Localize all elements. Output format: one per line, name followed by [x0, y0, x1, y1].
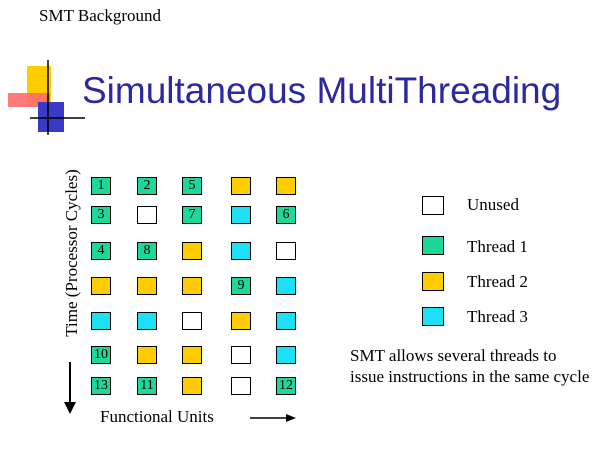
grid-cell-thread2	[91, 277, 111, 295]
grid-cell-thread3	[137, 312, 157, 330]
grid-cell-thread3	[231, 242, 251, 260]
grid-cell-thread2	[137, 277, 157, 295]
slide-header: SMT Background	[39, 6, 161, 25]
grid-cell-thread2	[231, 177, 251, 195]
deco-blue-block	[38, 102, 64, 132]
legend-label-unused: Unused	[467, 195, 519, 214]
grid-cell-thread3	[276, 277, 296, 295]
legend-label-thread3: Thread 3	[467, 307, 528, 326]
x-axis-label: Functional Units	[100, 407, 214, 426]
slide-title: Simultaneous MultiThreading	[82, 70, 562, 111]
grid-cell-thread2	[276, 177, 296, 195]
grid-cell-thread1: 1	[91, 177, 111, 195]
legend-swatch-thread1	[422, 236, 444, 255]
grid-cell-thread1: 4	[91, 242, 111, 260]
grid-cell-thread3	[276, 346, 296, 364]
time-arrow	[64, 362, 76, 414]
grid-cell-thread2	[182, 346, 202, 364]
grid-cell-thread2	[231, 312, 251, 330]
grid-cell-thread1: 13	[91, 377, 111, 395]
grid-cell-thread2	[182, 377, 202, 395]
grid-cell-thread1: 12	[276, 377, 296, 395]
grid-cell-thread1: 7	[182, 206, 202, 224]
grid-cell-thread3	[231, 206, 251, 224]
grid-cell-thread1: 11	[137, 377, 157, 395]
grid-cell-thread1: 3	[91, 206, 111, 224]
grid-cell-unused	[231, 377, 251, 395]
smt-note: SMT allows several threads to issue inst…	[350, 346, 590, 386]
grid-cell-thread2	[182, 242, 202, 260]
grid-cell-unused	[182, 312, 202, 330]
grid-cell-thread1: 10	[91, 346, 111, 364]
legend-swatch-unused	[422, 196, 444, 215]
grid-cell-thread1: 8	[137, 242, 157, 260]
title-decoration	[8, 60, 85, 135]
grid-cell-thread2	[182, 277, 202, 295]
grid-cell-thread1: 6	[276, 206, 296, 224]
grid-cell-thread3	[276, 312, 296, 330]
grid-cell-thread3	[91, 312, 111, 330]
functional-units-arrow	[250, 414, 296, 422]
grid-cell-thread1: 9	[231, 277, 251, 295]
grid-cell-unused	[137, 206, 157, 224]
grid-cell-unused	[231, 346, 251, 364]
legend-label-thread2: Thread 2	[467, 272, 528, 291]
legend-swatch-thread2	[422, 272, 444, 291]
grid-cell-unused	[276, 242, 296, 260]
legend-label-thread1: Thread 1	[467, 237, 528, 256]
legend-swatch-thread3	[422, 307, 444, 326]
grid-cell-thread1: 5	[182, 177, 202, 195]
grid-cell-thread2	[137, 346, 157, 364]
grid-cell-thread1: 2	[137, 177, 157, 195]
